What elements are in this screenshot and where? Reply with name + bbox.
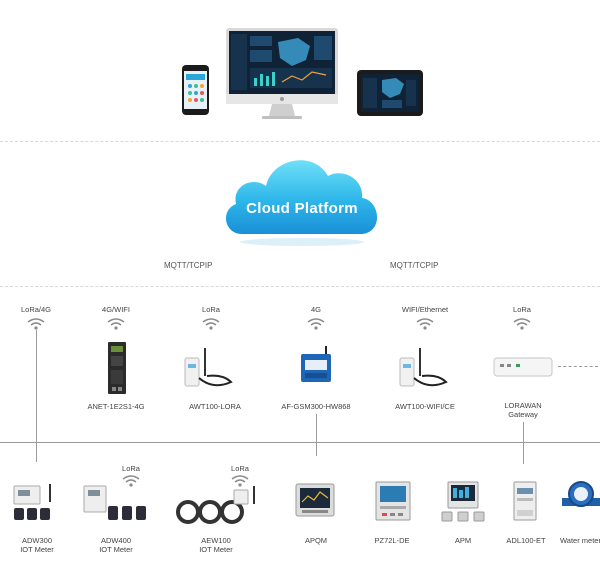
meter-name: ADW300 IOT Meter	[20, 536, 54, 554]
meter-aew100-device	[176, 486, 255, 524]
meter-adw300-device	[13, 484, 51, 520]
wifi-icon	[231, 475, 249, 487]
wifi-icon	[27, 318, 45, 330]
meter-apqm-device	[295, 483, 335, 517]
wifi-icon	[416, 318, 434, 330]
gateway-anet-device	[108, 342, 126, 394]
meter-name: PZ72L-DE	[374, 536, 410, 545]
gateway-comm-label: WIFI/Ethernet	[401, 305, 449, 314]
client-devices	[182, 28, 423, 119]
meter-adl100-device	[513, 481, 537, 521]
cloud-label: Cloud Platform	[246, 200, 358, 217]
bus-line	[0, 442, 600, 443]
gateway-name: AWT100-WIFI/CE	[395, 402, 455, 411]
gateway-comm-label: LoRa	[513, 305, 531, 314]
protocol-left: MQTT/TCPIP	[164, 261, 213, 270]
cloud-icon	[225, 160, 378, 246]
meter-pz72l-device	[375, 481, 411, 521]
gateway-lorawan-device	[493, 357, 553, 377]
gateway-comm-label: 4G/WIFI	[102, 305, 130, 314]
water-meter-icon	[562, 481, 600, 507]
connector-line	[523, 422, 524, 464]
monitor-icon	[226, 28, 338, 119]
gateway-name: ANET-1E2S1-4G	[87, 402, 145, 411]
wifi-icon	[107, 318, 125, 330]
gateway-awt100-lora-device	[184, 348, 233, 387]
gateway-continuation	[558, 366, 598, 367]
wifi-icon	[202, 318, 220, 330]
meter-name: APQM	[304, 536, 328, 545]
gateway-name: AWT100-LORA	[189, 402, 241, 411]
meter-name: AEW100 IOT Meter	[199, 536, 233, 554]
meter-comm-label: LoRa	[231, 464, 249, 473]
gateway-name: LORAWAN Gateway	[504, 401, 542, 419]
gateway-comm-label: LoRa	[202, 305, 220, 314]
connector-line	[316, 414, 317, 456]
wifi-icon	[122, 475, 140, 487]
dtu-icon	[301, 346, 331, 382]
gateway-comm-label: 4G	[310, 305, 321, 314]
meter-name: ADL100-ET	[506, 536, 546, 545]
gateway-awt100-wifi-device	[399, 348, 448, 387]
tablet-icon	[357, 70, 423, 116]
meter-name: Water meter	[560, 536, 600, 545]
divider-middle	[0, 286, 600, 287]
gateway-comm-label: LoRa/4G	[20, 305, 52, 314]
wifi-icon	[307, 318, 325, 330]
meter-name: ADW400 IOT Meter	[99, 536, 133, 554]
meter-comm-label: LoRa	[122, 464, 140, 473]
divider-top	[0, 141, 600, 142]
protocol-right: MQTT/TCPIP	[390, 261, 439, 270]
phone-icon	[182, 65, 209, 115]
wifi-icon	[513, 318, 531, 330]
gateway-name: AF-GSM300-HW868	[281, 402, 351, 411]
meter-name: APM	[454, 536, 472, 545]
meter-adw400-device	[83, 485, 146, 520]
meter-apm-device	[441, 481, 485, 522]
connector-line	[36, 330, 37, 462]
